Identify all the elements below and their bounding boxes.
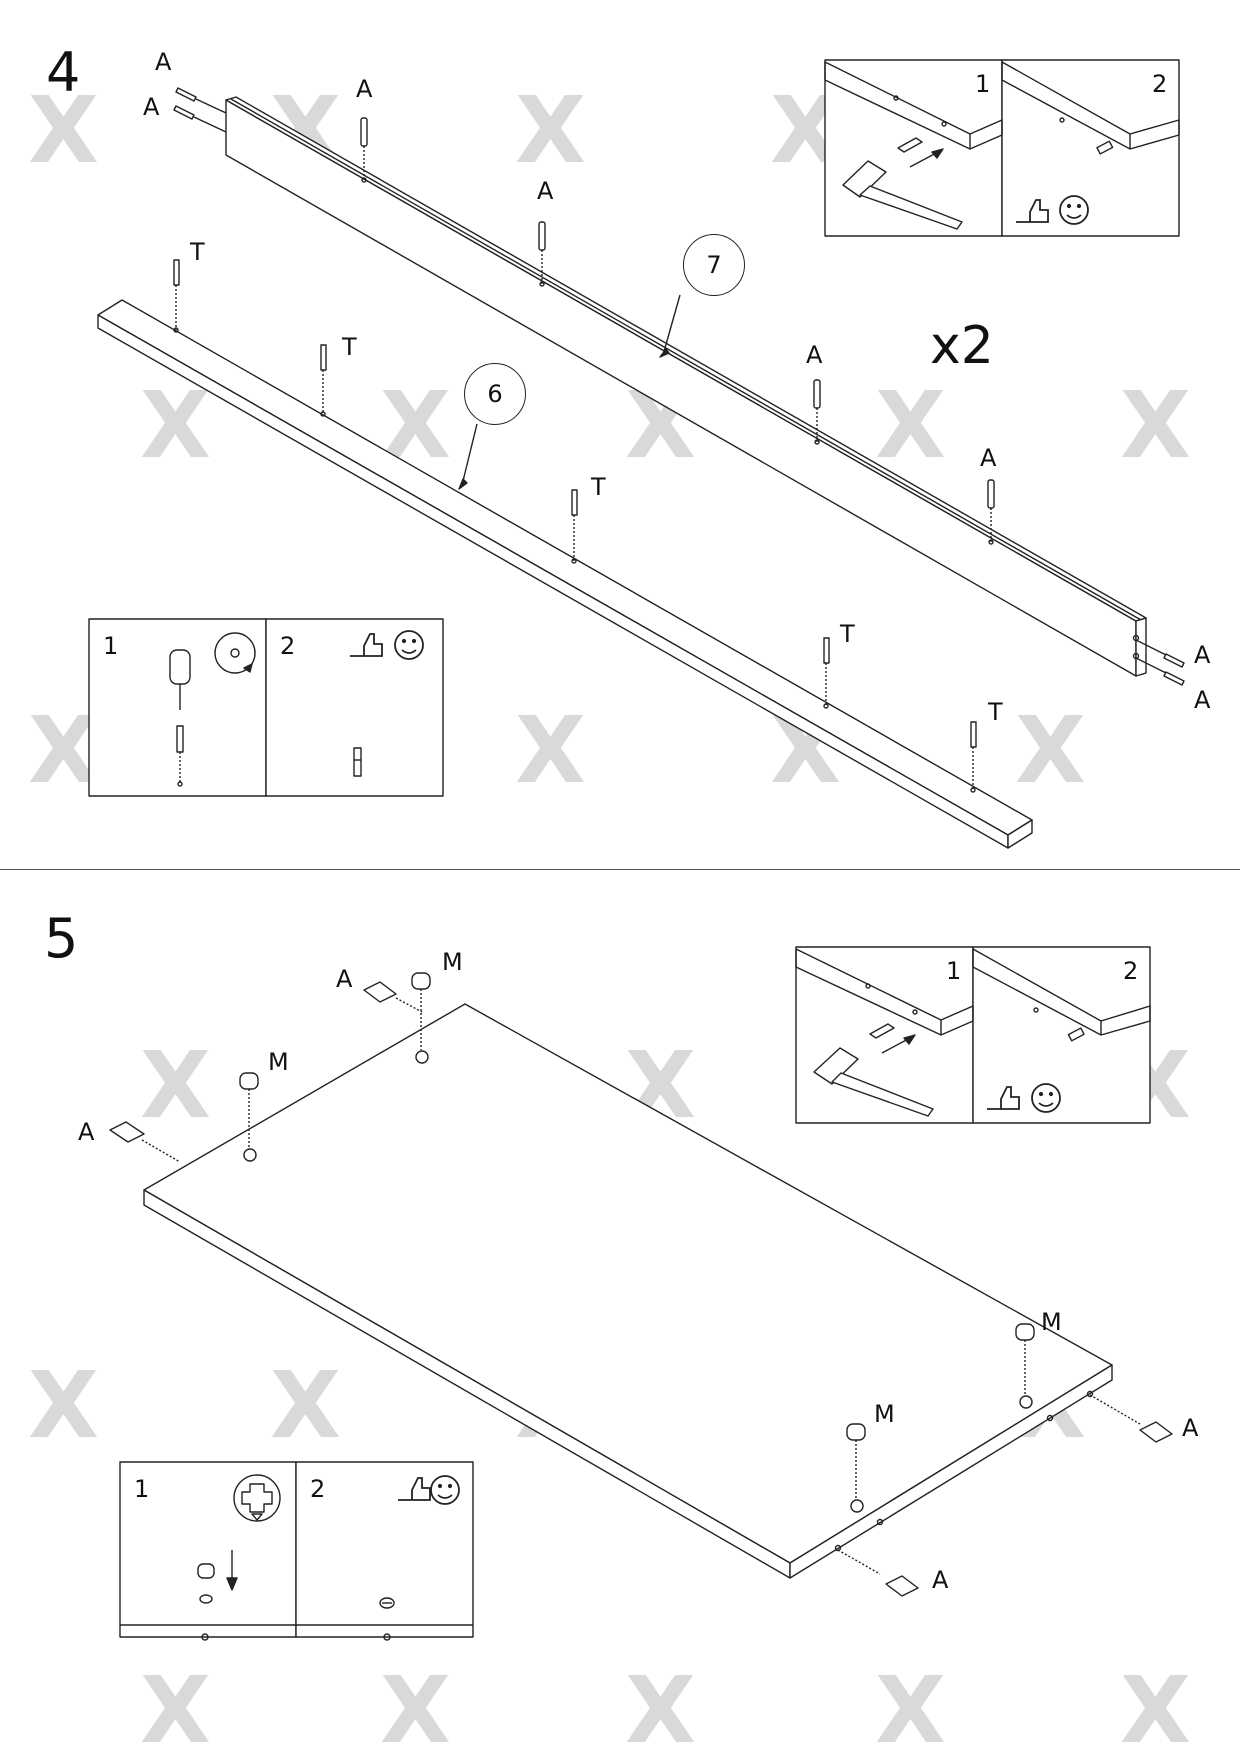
dowel-label: A — [1182, 1414, 1199, 1442]
dowels-step4 — [173, 87, 1185, 686]
quantity-label: x2 — [930, 316, 994, 376]
thumbs-up-icon — [398, 1477, 431, 1501]
inset-step-number: 2 — [1123, 957, 1139, 985]
dowel-label: A — [1194, 686, 1211, 714]
watermark-x: X — [140, 1032, 211, 1139]
watermark-x: X — [270, 1352, 341, 1459]
inset-hammer-step5 — [795, 946, 1151, 1124]
thumbs-up-icon — [987, 1086, 1020, 1110]
thumbs-up-icon — [1016, 199, 1049, 223]
step-5-number: 5 — [44, 907, 79, 970]
dowel-label: A — [78, 1118, 95, 1146]
smiley-icon — [1031, 1083, 1061, 1113]
watermark-x: X — [28, 1352, 99, 1459]
watermark-x: X — [625, 1657, 696, 1764]
inset-screw-step4 — [88, 618, 444, 797]
dowel-label: A — [155, 48, 172, 76]
cam-label: M — [268, 1048, 289, 1076]
dowel-label: A — [356, 75, 373, 103]
inset-step-number: 1 — [946, 957, 962, 985]
dowel-label: A — [1194, 641, 1211, 669]
inset-step-number: 1 — [134, 1475, 150, 1503]
panel-6 — [97, 299, 1033, 849]
dowel-label: A — [143, 93, 160, 121]
watermark-x: X — [1015, 697, 1086, 804]
screw-label: T — [190, 238, 205, 266]
watermark-x: X — [28, 697, 99, 804]
screw-label: T — [988, 698, 1003, 726]
cam-label: M — [1041, 1308, 1062, 1336]
part-callout-7: 7 — [683, 234, 745, 296]
watermark-x: X — [380, 1657, 451, 1764]
dowel-label: A — [980, 444, 997, 472]
smiley-icon — [394, 630, 424, 660]
watermark-x: X — [1120, 372, 1191, 479]
inset-step-number: 2 — [310, 1475, 326, 1503]
panel-base — [143, 1003, 1113, 1579]
panel-7 — [225, 96, 1147, 677]
inset-step-number: 1 — [103, 632, 119, 660]
inset-step-number: 2 — [1152, 70, 1168, 98]
watermark-x: X — [515, 77, 586, 184]
thumbs-up-icon — [350, 633, 383, 657]
screw-label: T — [591, 473, 606, 501]
smiley-icon — [1059, 195, 1089, 225]
watermark-x: X — [1120, 1657, 1191, 1764]
inset-hammer-step4 — [824, 59, 1180, 237]
screws-step4 — [173, 259, 977, 793]
cam-label: M — [874, 1400, 895, 1428]
step-4-number: 4 — [46, 41, 81, 104]
inset-cam-step5 — [119, 1461, 474, 1641]
watermark-x: X — [28, 77, 99, 184]
watermark-x: X — [515, 697, 586, 804]
part-callout-6: 6 — [464, 363, 526, 425]
dowel-label: A — [806, 341, 823, 369]
dowel-label: A — [537, 177, 554, 205]
screw-label: T — [840, 620, 855, 648]
watermark-x: X — [140, 372, 211, 479]
watermark-x: X — [875, 1657, 946, 1764]
cam-label: M — [442, 948, 463, 976]
watermark-x: X — [140, 1657, 211, 1764]
dowels-cams-step5 — [109, 972, 1173, 1597]
dowel-label: A — [336, 965, 353, 993]
screw-label: T — [342, 333, 357, 361]
inset-step-number: 2 — [280, 632, 296, 660]
inset-step-number: 1 — [975, 70, 991, 98]
thumbs-smiley-icons — [350, 195, 1089, 1505]
dowel-label: A — [932, 1566, 949, 1594]
section-divider — [0, 869, 1240, 870]
smiley-icon — [430, 1475, 460, 1505]
watermark-x: X — [875, 372, 946, 479]
